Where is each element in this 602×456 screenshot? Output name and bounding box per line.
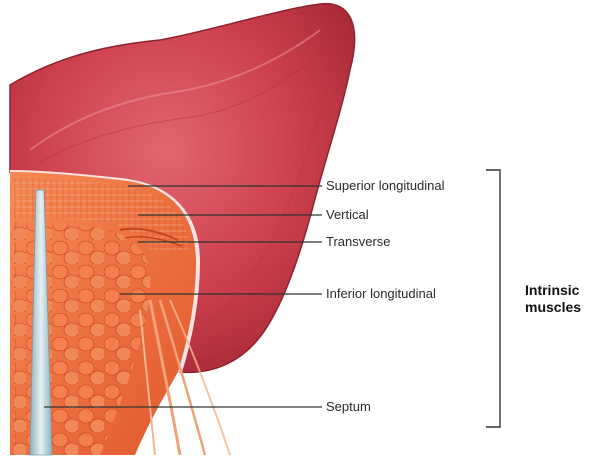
label-superior-longitudinal: Superior longitudinal [326, 178, 445, 194]
label-transverse: Transverse [326, 234, 391, 250]
label-vertical: Vertical [326, 207, 369, 223]
label-inferior-longitudinal: Inferior longitudinal [326, 286, 436, 302]
label-intrinsic-muscles: Intrinsic muscles [525, 282, 581, 316]
label-septum: Septum [326, 399, 371, 415]
intrinsic-bracket [486, 170, 500, 427]
